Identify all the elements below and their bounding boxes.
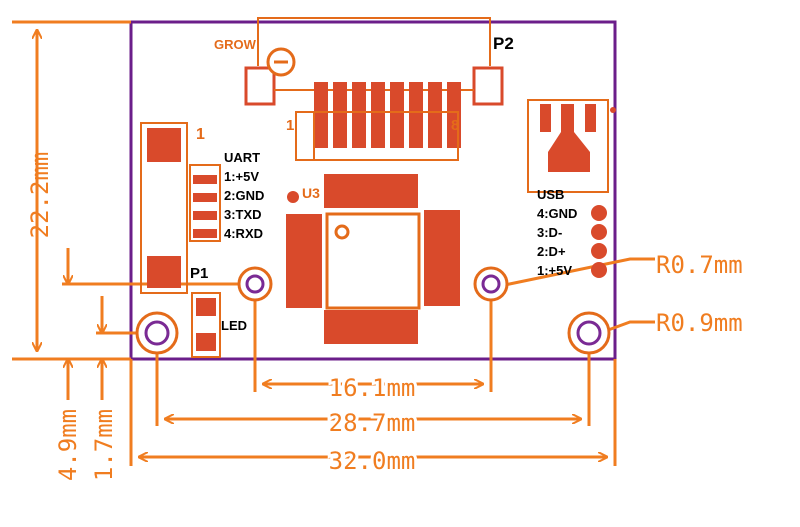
p1-pin-label: 1 — [196, 126, 205, 143]
pin1-label: 1 — [286, 117, 294, 134]
p2-label: P2 — [493, 34, 514, 53]
led-label: LED — [221, 318, 247, 333]
usb-pin-4: 4:GND — [537, 206, 577, 221]
usb-pad-4 — [591, 205, 607, 221]
uart-title: UART — [224, 150, 260, 165]
board-width-label: 32.0mm — [329, 447, 416, 475]
p1-connector — [140, 122, 221, 294]
uart-pin-3: 3:TXD — [224, 207, 262, 222]
hole-spacing-outer-label: 28.7mm — [329, 409, 416, 437]
usb-pad-2 — [591, 243, 607, 259]
offset-a-label: 4.9mm — [54, 409, 82, 481]
uart-block: UART 1:+5V 2:GND 3:TXD 4:RXD — [224, 150, 264, 241]
offset-b-label: 1.7mm — [90, 409, 118, 481]
led-component — [191, 292, 221, 358]
pin8-label: 8 — [451, 117, 459, 134]
p2-connector — [244, 17, 504, 161]
grow-label: GROW — [214, 37, 257, 52]
radius-large-label: R0.9mm — [656, 309, 743, 337]
usb-title: USB — [537, 187, 564, 202]
u3-chip — [286, 174, 460, 344]
board-outline — [129, 20, 617, 361]
u3-pin1-marker — [287, 191, 299, 203]
usb-pad-1 — [591, 262, 607, 278]
uart-pin-2: 2:GND — [224, 188, 264, 203]
usb-pin-1: 1:+5V — [537, 263, 572, 278]
usb-block: USB 4:GND 3:D- 2:D+ 1:+5V — [537, 187, 577, 278]
usb-pin-2: 2:D+ — [537, 244, 566, 259]
usb-pad-3 — [591, 224, 607, 240]
radius-small-label: R0.7mm — [656, 251, 743, 279]
usb-pin-3: 3:D- — [537, 225, 562, 240]
mounting-holes — [135, 266, 611, 355]
uart-pin-1: 1:+5V — [224, 169, 259, 184]
uart-pin-4: 4:RXD — [224, 226, 263, 241]
height-dimension-label: 22.2mm — [26, 152, 54, 239]
p1-label: P1 — [190, 265, 208, 282]
hole-spacing-inner-label: 16.1mm — [329, 374, 416, 402]
usb-connector — [527, 99, 616, 278]
u3-label: U3 — [302, 185, 320, 201]
